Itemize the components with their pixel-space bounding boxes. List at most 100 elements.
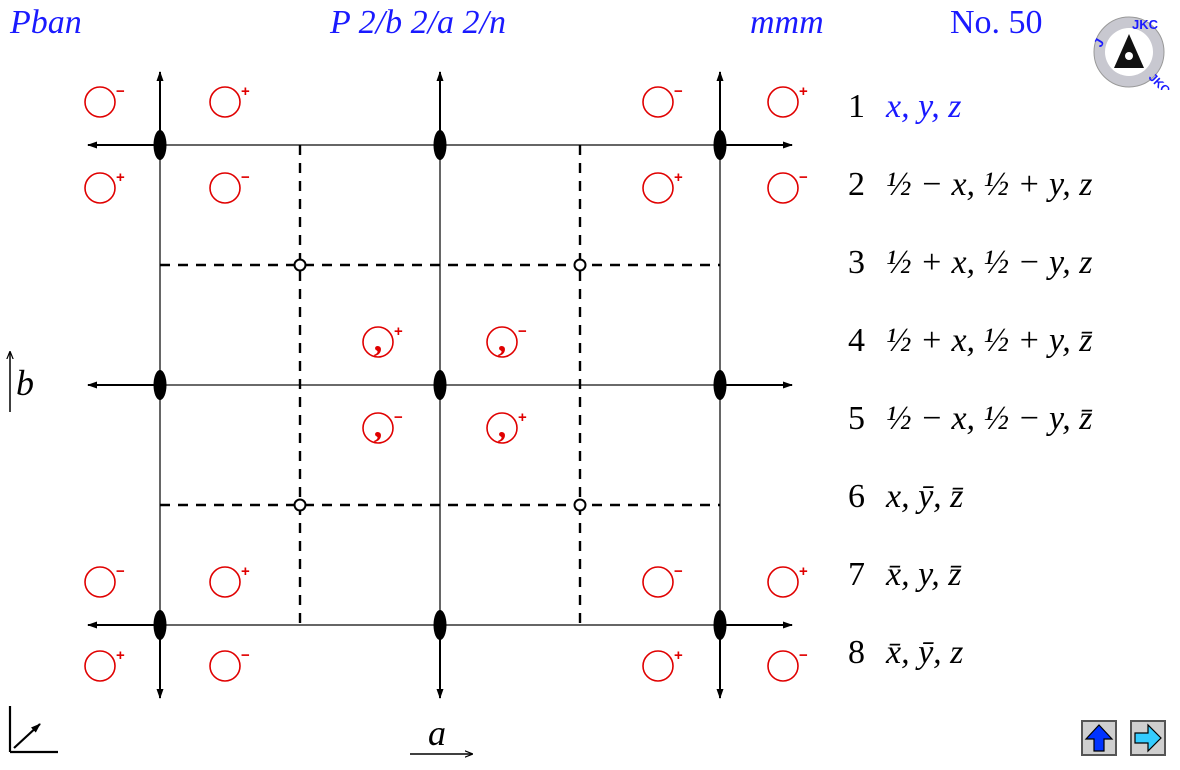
operation-1: 1 x, y, z — [848, 88, 962, 148]
up-button[interactable] — [1081, 720, 1117, 756]
operation-5: 5 ½ − x, ½ − y, z̄ — [848, 400, 1092, 460]
operation-8: 8 x̄, ȳ, z — [848, 634, 963, 694]
operation-number: 8 — [848, 634, 865, 671]
plus-sign: + — [116, 169, 125, 186]
next-button[interactable] — [1130, 720, 1166, 756]
inversion-centers — [293, 258, 587, 512]
svg-text:JKC: JKC — [1132, 17, 1159, 32]
general-position: + — [642, 169, 683, 204]
right-arrow-icon — [1134, 723, 1162, 753]
position-circle — [84, 566, 116, 598]
plus-sign: + — [241, 563, 250, 580]
position-circle — [642, 86, 674, 118]
operation-expression: ½ + x, ½ + y, z̄ — [886, 322, 1093, 359]
space-group-number: No. 50 — [950, 4, 1043, 41]
general-position-enantiomorph: ,− — [486, 322, 527, 359]
position-circle — [767, 650, 799, 682]
general-position-enantiomorph: ,− — [362, 408, 403, 445]
general-position: + — [84, 647, 125, 682]
axes-indicator — [8, 706, 58, 754]
operation-number: 1 — [848, 88, 865, 125]
symmetry-diagram: −+−++−+−,+,−,−,+−+−++−+− — [0, 71, 808, 770]
jkc-logo: J JKC JKC — [1091, 16, 1170, 90]
position-circle — [84, 86, 116, 118]
twofold-axis-symbols — [153, 130, 727, 640]
operation-number: 7 — [848, 556, 865, 593]
position-circle — [209, 566, 241, 598]
general-position-enantiomorph: ,+ — [486, 408, 527, 445]
operation-expression: x, ȳ, z̄ — [886, 478, 964, 515]
operation-4: 4 ½ + x, ½ + y, z̄ — [848, 322, 1092, 382]
position-circle — [486, 412, 518, 444]
minus-sign: − — [518, 323, 527, 340]
operation-expression: x, y, z — [886, 88, 962, 125]
full-symbol: P 2/b 2/a 2/n — [330, 4, 506, 41]
operation-7: 7 x̄, y, z̄ — [848, 556, 962, 616]
position-circle — [642, 566, 674, 598]
operation-number: 2 — [848, 166, 865, 203]
minus-sign: − — [116, 563, 125, 580]
position-circle — [767, 86, 799, 118]
position-circle — [642, 650, 674, 682]
operation-number: 3 — [848, 244, 865, 281]
minus-sign: − — [674, 563, 683, 580]
operation-number: 4 — [848, 322, 865, 359]
minus-sign: − — [116, 83, 125, 100]
comma-mark: , — [498, 322, 507, 359]
general-positions: −+−++−+−,+,−,−,+−+−++−+− — [84, 83, 808, 682]
general-position: − — [642, 83, 683, 118]
position-circle — [84, 650, 116, 682]
minus-sign: − — [241, 647, 250, 664]
plus-sign: + — [116, 647, 125, 664]
position-circle — [642, 172, 674, 204]
general-position: + — [767, 83, 808, 118]
general-position: − — [767, 169, 808, 204]
operation-expression: ½ − x, ½ − y, z̄ — [886, 400, 1093, 437]
operation-expression: ½ + x, ½ − y, z — [886, 244, 1093, 281]
general-position: − — [84, 563, 125, 598]
minus-sign: − — [799, 647, 808, 664]
comma-mark: , — [498, 408, 507, 445]
b-axis-label: b — [16, 363, 34, 403]
general-position: − — [767, 647, 808, 682]
general-position-enantiomorph: ,+ — [362, 322, 403, 359]
comma-mark: , — [374, 408, 383, 445]
general-position: − — [209, 647, 250, 682]
plus-sign: + — [674, 169, 683, 186]
operation-2: 2 ½ − x, ½ + y, z — [848, 166, 1092, 226]
position-circle — [486, 326, 518, 358]
operation-expression: x̄, ȳ, z — [886, 634, 964, 671]
general-position: + — [84, 169, 125, 204]
plus-sign: + — [394, 323, 403, 340]
general-position: + — [767, 563, 808, 598]
position-circle — [767, 172, 799, 204]
operation-expression: ½ − x, ½ + y, z — [886, 166, 1093, 203]
position-circle — [209, 86, 241, 118]
position-circle — [767, 566, 799, 598]
plus-sign: + — [799, 83, 808, 100]
minus-sign: − — [674, 83, 683, 100]
general-position: + — [209, 83, 250, 118]
position-circle — [209, 650, 241, 682]
minus-sign: − — [394, 409, 403, 426]
up-arrow-icon — [1084, 724, 1114, 752]
plus-sign: + — [241, 83, 250, 100]
general-position: + — [209, 563, 250, 598]
general-position: − — [642, 563, 683, 598]
operation-expression: x̄, y, z̄ — [886, 556, 962, 593]
position-circle — [84, 172, 116, 204]
operation-3: 3 ½ + x, ½ − y, z — [848, 244, 1092, 304]
comma-mark: , — [374, 322, 383, 359]
position-circle — [209, 172, 241, 204]
position-circle — [362, 326, 394, 358]
plus-sign: + — [799, 563, 808, 580]
minus-sign: − — [799, 169, 808, 186]
minus-sign: − — [241, 169, 250, 186]
operation-number: 5 — [848, 400, 865, 437]
general-position: − — [84, 83, 125, 118]
short-symbol: Pban — [10, 4, 82, 41]
plus-sign: + — [674, 647, 683, 664]
point-group: mmm — [750, 4, 824, 41]
operation-number: 6 — [848, 478, 865, 515]
operation-6: 6 x, ȳ, z̄ — [848, 478, 963, 538]
